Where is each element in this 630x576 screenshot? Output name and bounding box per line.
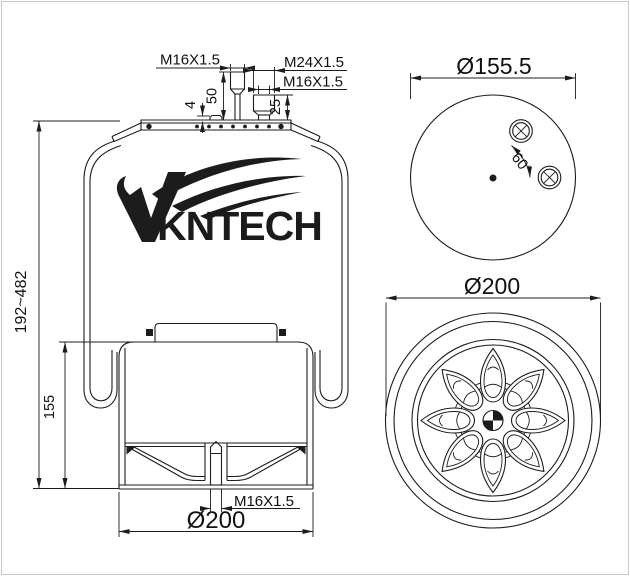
dim-top-plate-diameter-label: Ø155.5	[456, 53, 531, 79]
dim-front-piston-diameter: Ø200	[118, 492, 314, 537]
dim-bottom-piston-diameter-label: Ø200	[464, 273, 520, 299]
blind-boss	[209, 114, 223, 120]
bottom-view: Ø200	[384, 273, 602, 529]
stud-hole-1	[509, 119, 533, 143]
top-plate	[111, 119, 321, 143]
dim-stud-height: 50	[205, 71, 231, 121]
dim-fitting-height-label: 25	[268, 99, 284, 115]
center-dot	[489, 174, 497, 182]
logo: KNTECH	[116, 157, 323, 249]
rivet-dot	[278, 123, 284, 130]
dim-boss-height: 4	[183, 101, 210, 133]
stud-hole-2	[537, 165, 562, 190]
piston-top-bar	[154, 322, 278, 342]
svg-text:M16X1.5: M16X1.5	[283, 74, 343, 91]
svg-text:M16X1.5: M16X1.5	[234, 493, 294, 510]
dim-boss-height-label: 4	[183, 101, 199, 109]
piston-funnel	[125, 440, 307, 486]
dim-piston-height-label: 155	[42, 395, 58, 419]
piston	[118, 322, 314, 490]
svg-text:M24X1.5: M24X1.5	[284, 54, 344, 71]
logo-swoosh	[200, 192, 302, 220]
dim-overall-height: 192~482	[13, 120, 120, 489]
piston-outer-circle	[384, 312, 602, 529]
svg-text:M16X1.5: M16X1.5	[160, 52, 220, 69]
air-fitting	[252, 94, 276, 120]
top-stud-m16	[229, 71, 246, 120]
dim-stud-angle-label: 60°	[508, 150, 535, 178]
rivet-dot	[146, 123, 152, 130]
dim-overall-height-label: 192~482	[13, 271, 30, 334]
dim-fitting-height: 25	[268, 94, 293, 121]
logo-swoosh	[152, 157, 302, 200]
dim-piston-height: 155	[42, 341, 153, 489]
dim-bottom-piston-diameter: Ø200	[385, 273, 601, 416]
top-view: 60° Ø155.5	[409, 53, 577, 261]
logo-swoosh	[172, 175, 306, 212]
front-view: KNTECH	[13, 52, 349, 537]
dim-stud-angle: 60°	[508, 145, 535, 178]
label-bottom-stud-thread: M16X1.5	[200, 489, 300, 512]
dim-top-plate-diameter: Ø155.5	[410, 53, 576, 99]
logo-text: KNTECH	[157, 203, 322, 249]
dim-front-piston-diameter-label: Ø200	[187, 507, 246, 534]
label-air-fitting-inner-thread: M16X1.5	[248, 74, 347, 94]
center-mark	[482, 409, 504, 432]
bottom-stud-head	[209, 440, 223, 455]
dim-stud-height-label: 50	[205, 88, 221, 104]
clamp-block	[146, 329, 153, 336]
label-air-fitting-thread: M24X1.5	[243, 54, 347, 93]
top-plate-circle	[409, 94, 577, 261]
label-top-stud-thread: M16X1.5	[156, 52, 255, 71]
bellows-outline	[83, 140, 349, 409]
clamp-block	[279, 329, 286, 336]
